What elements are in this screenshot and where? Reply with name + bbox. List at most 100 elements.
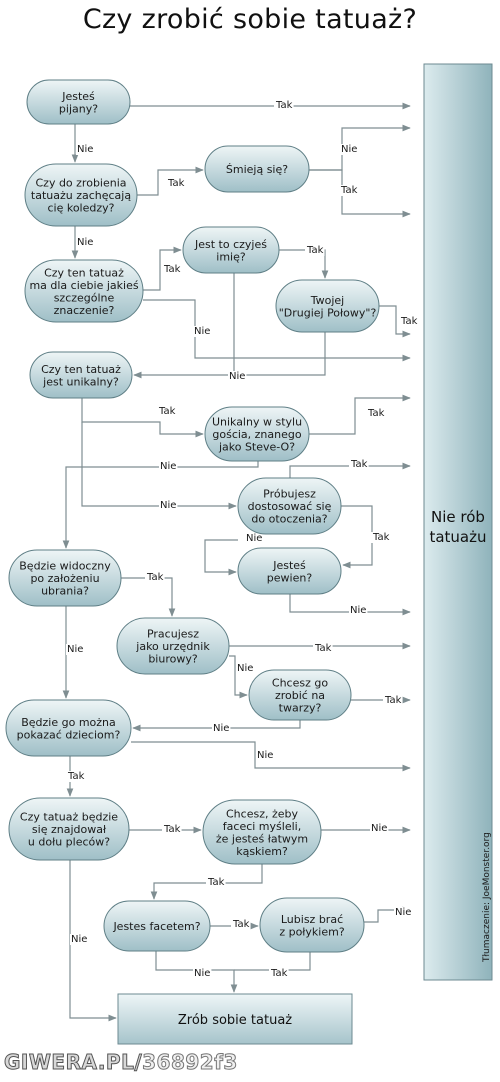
edge: [69, 860, 117, 1022]
edge: [143, 246, 182, 291]
edge-label-bg: [269, 968, 289, 979]
edge-label-bg: [340, 144, 359, 155]
edge: [289, 462, 411, 478]
edge: [204, 539, 238, 576]
edge-label-nie: Nie: [229, 371, 245, 382]
nie-rob-line-1: Nie rób: [431, 508, 485, 526]
node-koledzy-line: cię koledzy?: [47, 202, 114, 215]
edge-label-bg: [162, 264, 182, 275]
node-polowa-line: Twojej: [310, 294, 345, 307]
zrob-text: Zrób sobie tatuaż: [178, 1013, 292, 1028]
edge: [279, 249, 329, 279]
edge: [132, 720, 301, 732]
nie-rob-bar: [423, 63, 493, 981]
edge-label-bg: [66, 644, 85, 655]
nie-rob-line-2: tatuażu: [429, 528, 486, 546]
edge: [131, 741, 411, 772]
edge-label-tak: Tak: [207, 877, 225, 888]
edge-label-bg: [349, 459, 369, 470]
edge-label-tak: Tak: [158, 406, 176, 417]
node-steveo-line: jako Steve-O?: [218, 441, 295, 454]
page-title: Czy zrobić sobie tatuaż?: [82, 4, 418, 35]
edge-label-bg: [159, 500, 178, 511]
edge-label-bg: [245, 533, 264, 544]
edge-label-bg: [66, 771, 86, 782]
node-polyk-line: z połykiem?: [279, 925, 345, 938]
edge-label-nie: Nie: [77, 237, 93, 248]
node-plecy-line: u dołu pleców?: [28, 836, 110, 849]
edge-label-bg: [383, 695, 403, 706]
edge-label-nie: Nie: [213, 723, 229, 734]
node-pijany-line: pijany?: [59, 102, 98, 115]
node-znaczenie-line: szczególne: [54, 291, 115, 304]
edge-label-bg: [193, 326, 212, 337]
edge-label-tak: Tak: [146, 572, 164, 583]
edge-label-nie: Nie: [160, 500, 176, 511]
node-polowa-line: "Drugiej Połowy"?: [279, 306, 377, 319]
edge-label-bg: [394, 907, 413, 918]
node-znaczenie-line: znaczenie?: [54, 304, 115, 317]
edge-label-bg: [231, 919, 251, 930]
node-faceci-line: Chcesz, żeby: [226, 807, 298, 820]
edge: [309, 124, 411, 171]
edge-label-nie: Nie: [194, 326, 210, 337]
edge-label-nie: Nie: [160, 461, 176, 472]
node-dzieciom-line: Będzie go można: [21, 716, 116, 729]
node-unikalny-line: jest unikalny?: [42, 375, 119, 388]
node-twarz-line: zrobić na: [275, 689, 325, 702]
edge-label-bg: [256, 750, 275, 761]
edge: [133, 273, 235, 379]
edge: [229, 655, 248, 699]
credit-text: Tłumaczenie: JoeMonster.org: [482, 832, 492, 963]
edge-label-tak: Tak: [306, 245, 324, 256]
node-otoczenie-line: Próbujesz: [263, 488, 316, 501]
edge-label-bg: [370, 823, 389, 834]
edge-label-tak: Tak: [67, 771, 85, 782]
node-pewien-line: Jesteś: [272, 559, 306, 572]
node-urzednik-line: biurowy?: [148, 653, 198, 666]
edge-label-bg: [305, 245, 325, 256]
edge-label-nie: Nie: [257, 750, 273, 761]
edge-label-bg: [212, 723, 231, 734]
edge: [341, 505, 373, 569]
edge-label-bg: [228, 371, 247, 382]
node-urzednik-line: jako urzędnik: [135, 640, 210, 653]
edge-label-bg: [236, 663, 255, 674]
node-widoczny-line: ubrania?: [41, 585, 89, 598]
node-polowa: Twojej"Drugiej Połowy"?: [275, 279, 380, 333]
edge-label-bg: [76, 237, 95, 248]
node-faceci-line: że jesteś łatwym: [216, 832, 308, 845]
zrob-box: [117, 993, 353, 1045]
edge-label-tak: Tak: [367, 408, 385, 419]
edge-label-tak: Tak: [163, 264, 181, 275]
node-unikalny-line: Czy ten tatuaż: [41, 363, 121, 376]
edge: [81, 398, 204, 438]
edge-label-nie: Nie: [371, 823, 387, 834]
node-otoczenie-line: do otoczenia?: [251, 513, 327, 526]
edge-label-bg: [274, 100, 294, 111]
edge-label-nie: Nie: [237, 663, 253, 674]
edge-label-tak: Tak: [232, 919, 250, 930]
edge-label-tak: Tak: [340, 185, 358, 196]
node-facet-line: Jestes facetem?: [112, 920, 200, 933]
edge-label-bg: [145, 572, 165, 583]
node-widoczny-line: po założeniu: [30, 572, 99, 585]
node-polyk-line: Lubisz brać: [281, 913, 343, 926]
edge: [81, 422, 237, 510]
edge-label-bg: [76, 144, 95, 155]
edge-label-nie: Nie: [350, 605, 366, 616]
edge-label-bg: [157, 406, 177, 417]
edge-label-nie: Nie: [246, 533, 262, 544]
edge-label-bg: [206, 877, 226, 888]
